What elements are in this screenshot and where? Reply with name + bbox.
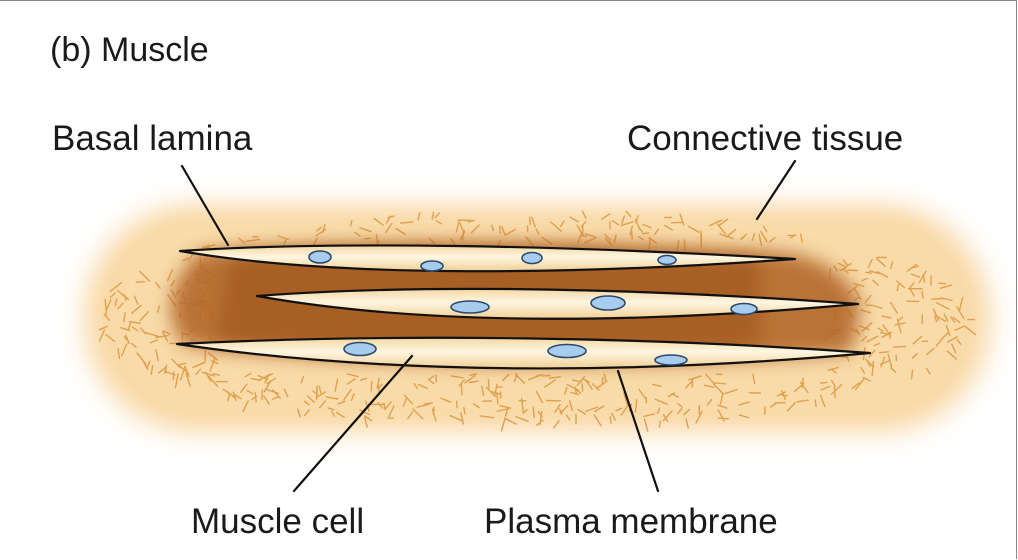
nucleus <box>591 296 625 310</box>
connective-fiber <box>894 347 906 348</box>
connective-fiber <box>939 283 945 284</box>
nucleus <box>548 345 586 358</box>
nucleus <box>451 301 489 313</box>
connective-fiber <box>173 372 174 380</box>
connective-fiber <box>815 400 816 406</box>
connective-fiber <box>106 303 107 314</box>
nucleus <box>309 251 331 263</box>
nucleus <box>658 256 676 265</box>
nucleus <box>731 304 757 315</box>
connective-fiber <box>136 282 144 283</box>
connective-tissue-label: Connective tissue <box>627 121 903 156</box>
connective-fiber <box>714 383 726 384</box>
nucleus <box>421 261 443 271</box>
connective-fiber <box>205 350 206 360</box>
connective-fiber <box>464 408 465 414</box>
connective-fiber <box>602 377 603 383</box>
nucleus <box>655 355 687 365</box>
connective-fiber <box>377 235 378 243</box>
basal-lamina-label: Basal lamina <box>52 121 252 156</box>
connective-fiber <box>371 382 372 391</box>
connective-fiber <box>461 384 462 395</box>
connective-fiber <box>659 421 660 427</box>
connective-fiber <box>488 380 489 388</box>
connective-fiber <box>316 386 317 400</box>
connective-fiber <box>610 417 611 424</box>
connective-fiber <box>907 301 919 302</box>
nucleus <box>344 343 376 356</box>
connective-fiber <box>433 408 434 414</box>
connective-fiber <box>463 233 464 241</box>
connective-fiber <box>632 232 633 239</box>
connective-fiber <box>821 382 827 383</box>
connective-fiber <box>880 352 889 353</box>
muscle-cell-label: Muscle cell <box>191 504 364 539</box>
plasma-membrane-label: Plasma membrane <box>484 504 778 539</box>
connective-fiber <box>912 370 913 379</box>
connective-fiber <box>497 394 498 404</box>
connective-fiber <box>643 233 649 234</box>
nucleus <box>522 253 542 264</box>
